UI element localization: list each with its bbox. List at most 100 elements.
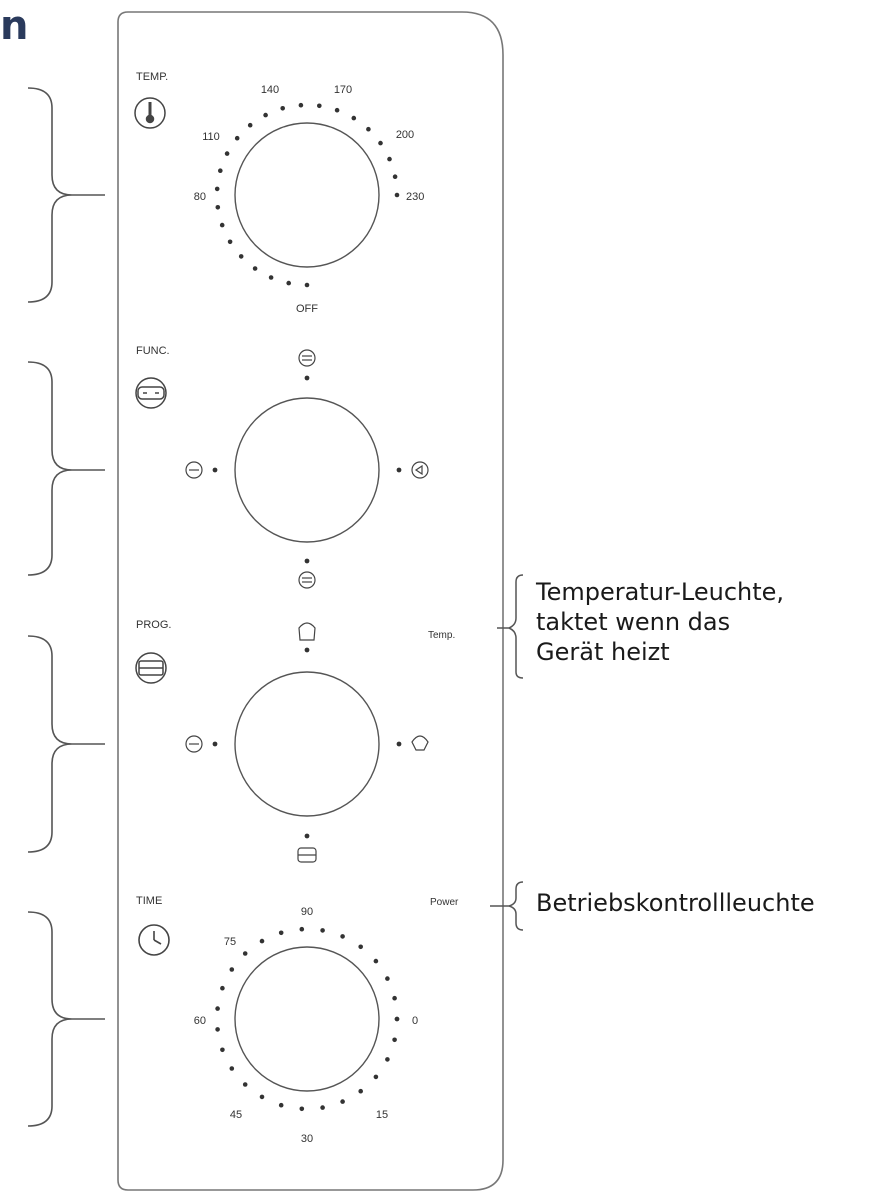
temp-tick-230: 230 — [406, 191, 424, 203]
func-dot-top — [304, 375, 310, 381]
panel-outline — [117, 11, 504, 1191]
power-light-label: Betriebskontrollleuchte — [536, 889, 815, 917]
power-light-callout: Betriebskontrollleuchte — [536, 888, 815, 918]
time-scale-dot — [215, 1006, 220, 1011]
temp-tick-140: 140 — [261, 84, 279, 96]
temp-knob[interactable] — [234, 122, 380, 268]
time-scale-dot — [220, 985, 225, 991]
func-label: FUNC. — [136, 345, 170, 357]
time-scale-dot — [215, 1027, 220, 1032]
temp-tick-off: OFF — [296, 303, 318, 315]
prog-dot-right — [396, 741, 402, 747]
temp-scale-dot — [268, 275, 274, 280]
temp-scale-dot — [227, 239, 233, 245]
time-label: TIME — [136, 895, 162, 907]
prog-off-icon — [185, 735, 203, 753]
time-scale-dots — [215, 926, 400, 1112]
temp-scale-dot — [280, 106, 286, 111]
prog-knob[interactable] — [234, 671, 380, 817]
temp-light-line-2: taktet wenn das — [536, 608, 731, 636]
temp-scale-dot — [351, 115, 357, 121]
time-knob[interactable] — [234, 946, 380, 1092]
prog-dot-top — [304, 647, 310, 653]
brace-temp — [27, 87, 105, 303]
temp-tick-170: 170 — [334, 84, 352, 96]
temp-light-callout: Temperatur-Leuchte, taktet wenn das Gerä… — [536, 577, 784, 667]
temp-light-line-3: Gerät heizt — [536, 638, 670, 666]
time-scale-dot — [358, 1088, 364, 1094]
temp-scale-dot — [392, 174, 398, 179]
time-scale-dot — [229, 1066, 235, 1071]
temp-scale-dot — [219, 222, 225, 228]
prog-label: PROG. — [136, 619, 171, 631]
temp-scale-dot — [304, 282, 310, 288]
func-bottom-heat-icon — [298, 571, 316, 589]
temp-scale-dot — [286, 280, 292, 286]
temp-scale-dot — [263, 112, 268, 118]
heading-fragment: n — [0, 3, 29, 49]
func-fan-icon — [411, 461, 429, 479]
time-tick-60: 60 — [194, 1015, 206, 1027]
time-scale-dot — [320, 928, 325, 933]
temp-scale-dot — [298, 102, 304, 108]
prog-bottom-icon — [297, 847, 317, 863]
brace-prog — [27, 635, 105, 853]
temp-scale-dot — [215, 205, 221, 210]
time-scale-dot — [392, 995, 397, 1001]
left-braces — [27, 87, 105, 1127]
prog-dot-left — [212, 741, 218, 747]
time-scale-dot — [392, 1037, 397, 1043]
program-icon — [135, 652, 167, 684]
time-scale-dot — [358, 944, 364, 950]
power-indicator-label: Power — [430, 897, 459, 908]
temp-scale-dots — [214, 102, 400, 288]
time-scale-dot — [259, 938, 265, 944]
time-scale-dot — [340, 1099, 345, 1104]
temp-scale-dot — [394, 192, 400, 198]
time-scale-dot — [220, 1047, 225, 1053]
time-scale-dot — [373, 1074, 379, 1080]
temp-scale-dot — [366, 126, 371, 132]
func-dot-bottom — [304, 558, 310, 564]
time-tick-75: 75 — [224, 936, 236, 948]
temp-scale-dot — [214, 186, 220, 192]
time-scale-dot — [340, 934, 345, 939]
temp-scale-dot — [252, 266, 258, 271]
temp-scale-dot — [218, 168, 223, 173]
power-callout-bracket — [490, 881, 524, 931]
func-off-icon — [185, 461, 203, 479]
time-scale-dot — [385, 976, 390, 981]
func-top-heat-icon — [298, 349, 316, 367]
time-tick-45: 45 — [230, 1109, 242, 1121]
heating-elements-icon — [135, 377, 167, 409]
temp-label: TEMP. — [136, 71, 168, 83]
func-knob[interactable] — [234, 397, 380, 543]
brace-func — [27, 361, 105, 576]
callout-leaders — [490, 574, 524, 931]
time-scale-dot — [278, 1102, 284, 1108]
time-scale-dot — [320, 1105, 325, 1110]
time-scale-dot — [394, 1016, 400, 1022]
temp-scale-dot — [378, 140, 383, 146]
time-scale-dot — [299, 926, 305, 932]
time-scale-dot — [229, 967, 235, 972]
prog-dot-bottom — [304, 833, 310, 839]
time-scale-dot — [259, 1094, 265, 1100]
temp-tick-80: 80 — [194, 191, 206, 203]
temp-light-line-1: Temperatur-Leuchte, — [536, 578, 785, 606]
time-scale-dot — [373, 958, 379, 964]
time-scale-dot — [278, 930, 284, 936]
time-scale-dot — [299, 1106, 305, 1112]
time-scale-dot — [385, 1057, 390, 1062]
time-scale-dot — [242, 1082, 248, 1087]
temp-scale-dot — [334, 107, 340, 113]
temp-scale-dot — [224, 151, 230, 156]
temp-callout-bracket — [497, 574, 524, 679]
prog-top-icon — [298, 622, 316, 641]
func-dot-right — [396, 467, 402, 473]
prog-right-icon — [411, 735, 429, 751]
clock-icon — [138, 924, 170, 956]
time-tick-0: 0 — [412, 1015, 418, 1027]
